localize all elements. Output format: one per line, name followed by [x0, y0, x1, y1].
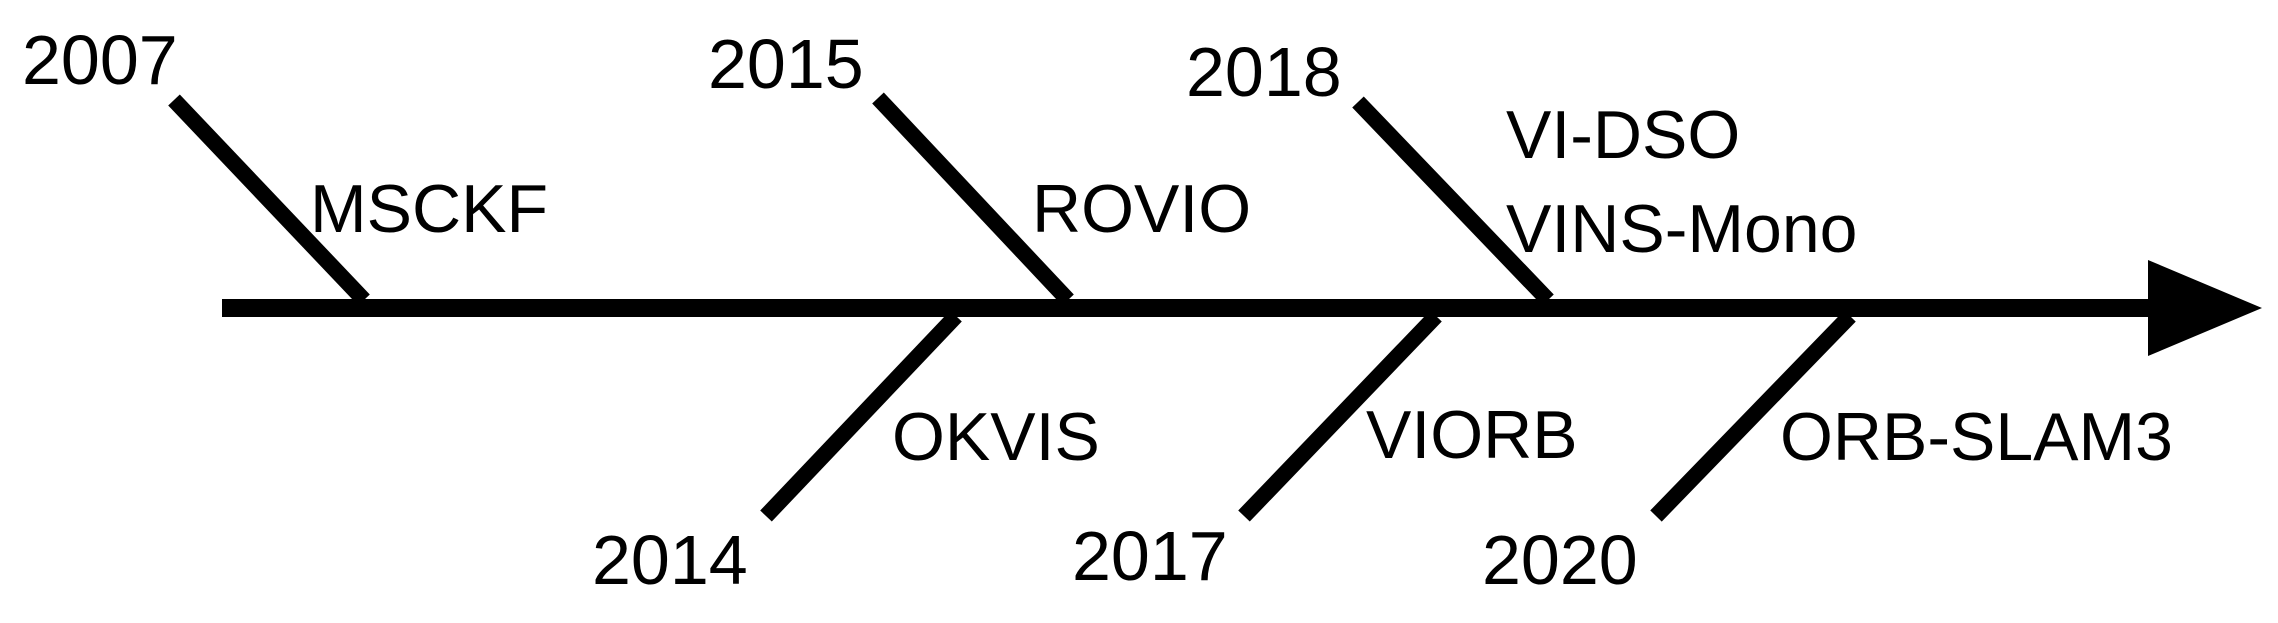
method-label-okvis: OKVIS [892, 399, 1100, 475]
event-2015: 2015 ROVIO [708, 25, 1251, 306]
event-2014: 2014 OKVIS [592, 310, 1100, 599]
branch-2014 [760, 310, 962, 522]
method-label-vi-dso: VI-DSO [1506, 97, 1740, 173]
method-label-rovio: ROVIO [1032, 171, 1251, 247]
method-label-msckf: MSCKF [310, 171, 548, 247]
branch-2018 [1352, 96, 1554, 306]
event-2020: 2020 ORB-SLAM3 [1482, 310, 2173, 599]
event-2007: 2007 MSCKF [22, 21, 548, 306]
event-2018: 2018 VI-DSO VINS-Mono [1186, 33, 1857, 306]
year-label-2018: 2018 [1186, 33, 1342, 111]
year-label-2014: 2014 [592, 521, 748, 599]
branch-2017 [1238, 310, 1442, 522]
year-label-2020: 2020 [1482, 521, 1638, 599]
branch-2007 [168, 94, 370, 306]
method-label-vins-mono: VINS-Mono [1506, 191, 1857, 267]
method-label-orb-slam3: ORB-SLAM3 [1780, 399, 2173, 475]
year-label-2017: 2017 [1072, 517, 1228, 595]
year-label-2007: 2007 [22, 21, 178, 99]
branch-2020 [1650, 310, 1856, 522]
branch-2015 [872, 92, 1074, 306]
timeline-arrowhead [2148, 260, 2262, 356]
year-label-2015: 2015 [708, 25, 864, 103]
event-2017: 2017 VIORB [1072, 310, 1578, 595]
method-label-viorb: VIORB [1366, 397, 1578, 473]
